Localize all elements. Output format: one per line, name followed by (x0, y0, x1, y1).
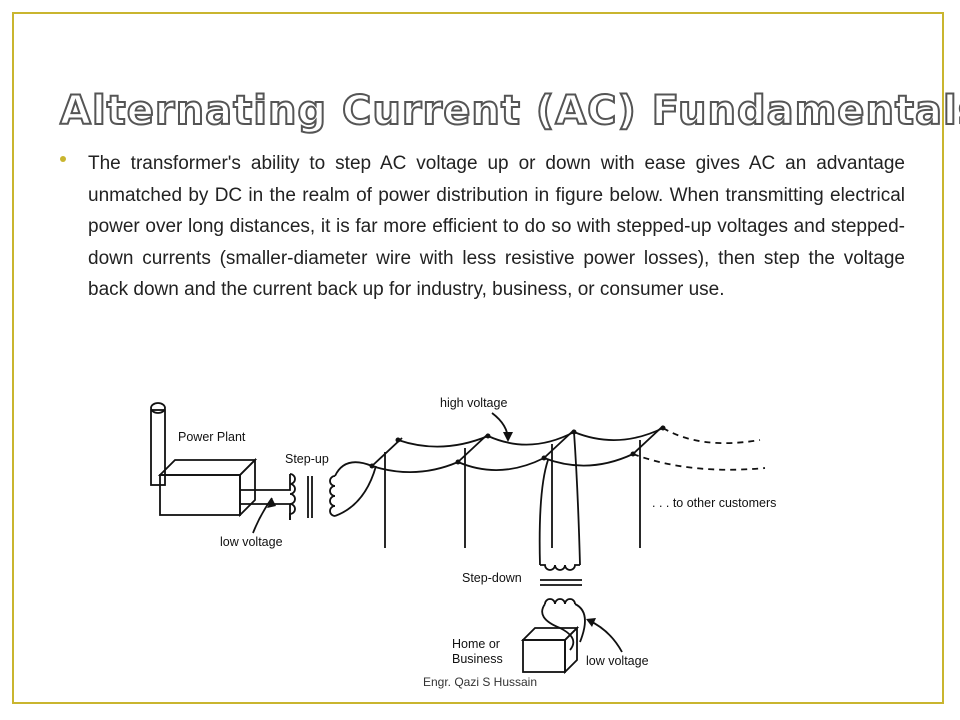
slide-frame (12, 12, 944, 704)
home-feed-leads (541, 603, 586, 651)
power-plant-box (157, 457, 258, 518)
low-voltage-left-arrow (252, 497, 273, 534)
low-voltage-left-label: low voltage (220, 535, 283, 549)
home-box (520, 625, 580, 675)
low-voltage-left-arrowhead (267, 498, 276, 508)
power-plant-label: Power Plant (178, 430, 246, 444)
power-plant-chimney (150, 402, 166, 486)
bullet-item: The transformer's ability to step AC vol… (60, 148, 905, 306)
step-up-transformer (289, 473, 336, 520)
step-down-label: Step-down (462, 571, 522, 585)
line-insulators (369, 425, 666, 469)
low-voltage-right-arrow (587, 619, 623, 653)
bullet-dot-icon (60, 156, 66, 162)
step-down-feed-leads (538, 431, 581, 566)
bullet-text: The transformer's ability to step AC vol… (88, 153, 905, 300)
power-distribution-diagram: Power Plant Step-up low voltage h (150, 396, 776, 675)
high-voltage-arrowhead (503, 432, 513, 442)
step-up-label: Step-up (285, 452, 329, 466)
home-label-line2: Business (452, 652, 503, 666)
high-voltage-label: high voltage (440, 396, 507, 410)
step-up-output-leads (334, 461, 377, 517)
low-voltage-right-arrowhead (586, 618, 596, 627)
step-down-transformer (540, 564, 582, 605)
to-other-customers-label: . . . to other customers (652, 496, 776, 510)
high-voltage-lines (371, 427, 766, 473)
plant-leads (240, 474, 291, 520)
slide-title: Alternating Current (AC) Fundamentals (59, 87, 960, 135)
home-label-line1: Home or (452, 637, 500, 651)
low-voltage-right-label: low voltage (586, 654, 649, 668)
footer-author: Engr. Qazi S Hussain (422, 675, 538, 689)
